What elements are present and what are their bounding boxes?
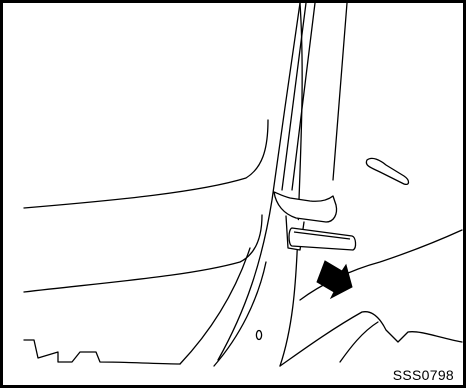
floor-contour [24, 312, 462, 366]
center-pillar [180, 3, 302, 366]
figure-code: SSS0798 [393, 368, 454, 382]
seat-belt-webbing [282, 3, 347, 190]
side-trim-panel [24, 120, 268, 292]
pillar-bolt-hole [256, 331, 261, 340]
coat-hook [366, 158, 408, 184]
adjuster-knob [289, 228, 356, 250]
